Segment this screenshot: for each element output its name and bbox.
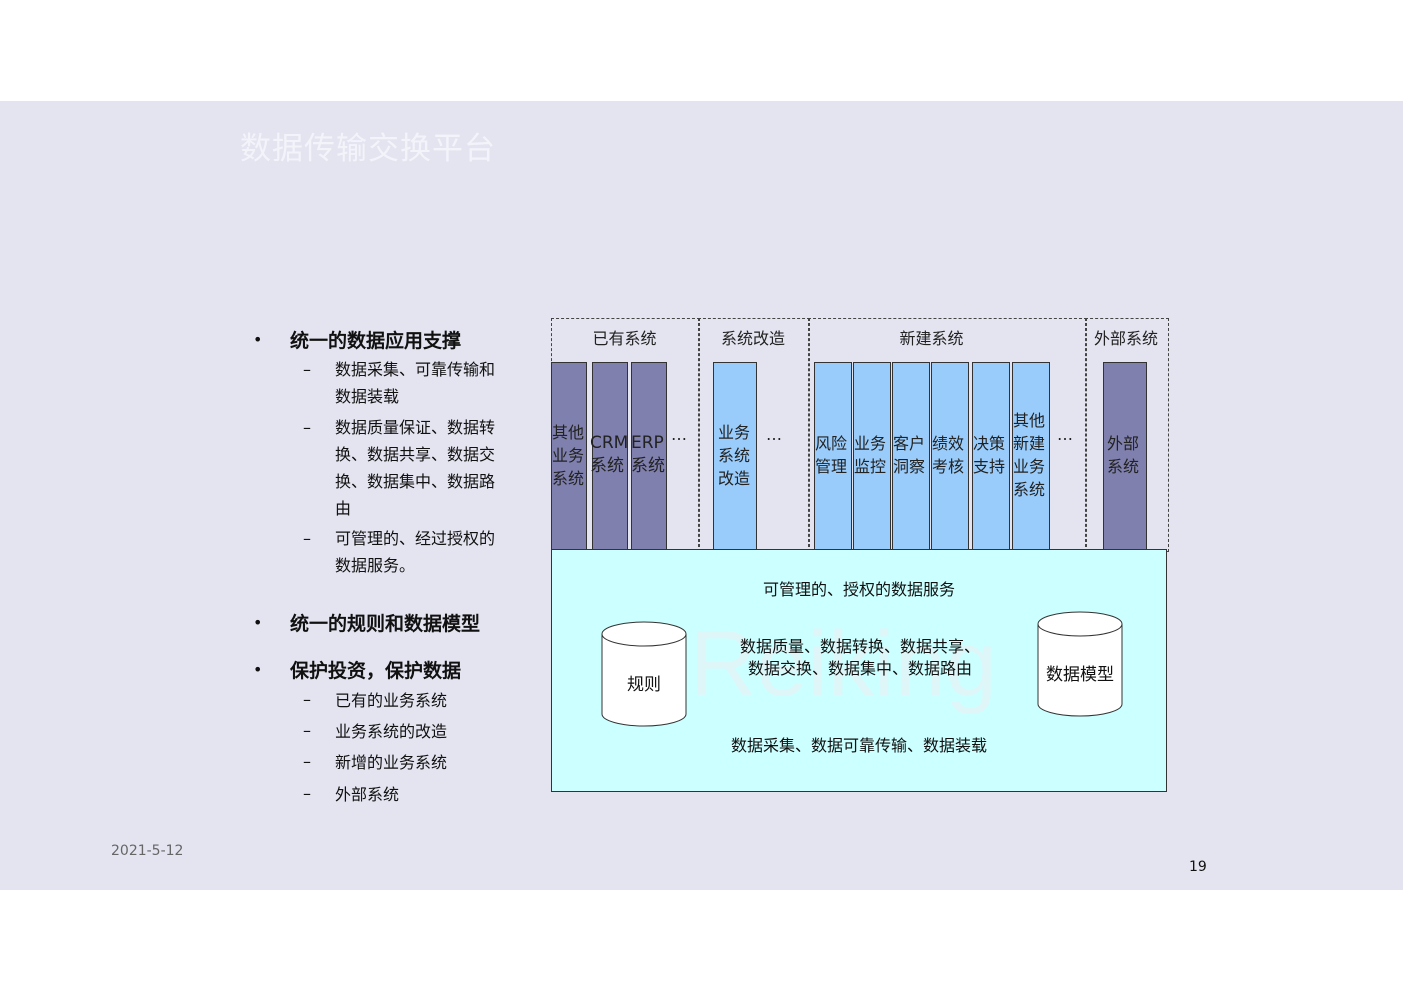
dash: – <box>303 752 311 771</box>
dash: – <box>303 690 311 709</box>
bullet-dot: • <box>253 613 263 632</box>
group-label-external: 外部系统 <box>1093 329 1158 348</box>
bullet-2: 统一的规则和数据模型 <box>290 613 481 635</box>
bar-business-system-upgrade <box>713 362 757 550</box>
bottom-label: 数据采集、数据可靠传输、数据装载 <box>730 736 987 755</box>
ellipsis: … <box>766 425 782 444</box>
footer-date: 2021-5-12 <box>111 843 184 859</box>
bar-label: 业务 系统 改造 <box>718 423 751 488</box>
dash: – <box>303 721 311 740</box>
bullet-3-sub-2: 业务系统的改造 <box>335 722 448 741</box>
bullet-1-sub-1: 数据采集、可靠传输和 数据装载 <box>335 360 496 406</box>
bar-label: 其他 业务 系统 <box>552 423 585 488</box>
bullet-dot: • <box>253 330 263 349</box>
bar-performance <box>931 362 969 550</box>
bar-label: 其他 新建 业务 系统 <box>1013 411 1046 499</box>
middle-label: 数据质量、数据转换、数据共享、 数据交换、数据集中、数据路由 <box>739 637 980 678</box>
bar-label: 风险 管理 <box>815 434 848 476</box>
cylinder-rules <box>601 621 687 727</box>
bar-other-business-system <box>551 362 587 550</box>
bar-label: 外部 系统 <box>1107 434 1140 476</box>
bullet-dot: • <box>253 660 263 679</box>
dash: – <box>303 784 311 803</box>
dash: – <box>303 418 311 437</box>
dash: – <box>303 360 311 379</box>
bar-label: 绩效 考核 <box>932 434 965 476</box>
bullet-1-sub-3: 可管理的、经过授权的 数据服务。 <box>335 529 496 575</box>
bar-monitor <box>853 362 891 550</box>
bar-label: 决策 支持 <box>973 434 1006 476</box>
dash: – <box>303 529 311 548</box>
bar-customer <box>892 362 930 550</box>
slide-title: 数据传输交换平台 <box>240 131 496 167</box>
watermark: Reiking <box>690 613 997 715</box>
bullet-3-sub-1: 已有的业务系统 <box>335 691 448 710</box>
bar-other-new <box>1012 362 1050 550</box>
bullet-1: 统一的数据应用支撑 <box>290 330 462 352</box>
bar-risk <box>814 362 852 550</box>
ellipsis: … <box>1057 425 1073 444</box>
bullet-3-sub-4: 外部系统 <box>335 785 400 804</box>
bullet-3: 保护投资，保护数据 <box>290 660 462 682</box>
bar-label: 业务 监控 <box>854 434 887 476</box>
cylinder-rules-label: 规则 <box>627 675 661 695</box>
page-number: 19 <box>1189 859 1207 875</box>
bar-external-system <box>1103 362 1147 550</box>
bar-label: ERP 系统 <box>631 433 665 476</box>
group-label-new: 新建系统 <box>899 329 964 348</box>
bar-label: 客户 洞察 <box>893 434 926 476</box>
cylinder-data-model <box>1037 611 1123 717</box>
group-label-existing: 已有系统 <box>592 329 657 348</box>
bullet-1-sub-2: 数据质量保证、数据转 换、数据共享、数据交 换、数据集中、数据路 由 <box>335 418 496 518</box>
service-label: 可管理的、授权的数据服务 <box>762 580 955 599</box>
bar-label: CRM 系统 <box>590 433 629 476</box>
bar-erp <box>631 362 667 550</box>
cylinder-data-model-label: 数据模型 <box>1046 665 1114 685</box>
ellipsis: … <box>671 425 687 444</box>
bullet-3-sub-3: 新增的业务系统 <box>335 753 448 772</box>
bar-crm <box>592 362 628 550</box>
group-label-modified: 系统改造 <box>720 329 785 348</box>
